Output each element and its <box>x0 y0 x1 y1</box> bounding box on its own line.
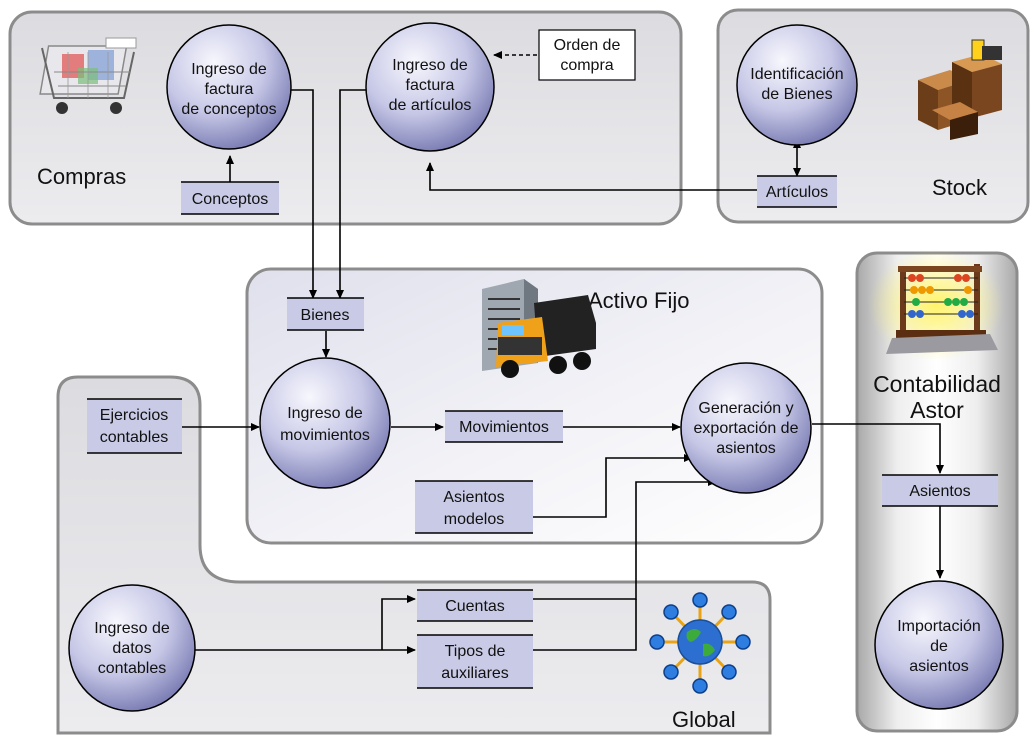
shopping-cart-icon <box>39 37 137 114</box>
arrow-generacion-to-asientos <box>812 423 944 474</box>
generacion-line3: asientos <box>716 440 776 457</box>
importacion-line2: de <box>930 638 948 655</box>
arrow-asientos-modelos-to-generacion <box>533 454 693 518</box>
arrow-articulos-factura-to-bienes <box>336 89 372 299</box>
stock-title: Stock <box>932 175 988 200</box>
generacion-line1: Generación y <box>698 400 793 417</box>
boxes-icon <box>918 39 1002 140</box>
asientos-modelos-line2: modelos <box>444 511 504 528</box>
movimientos-line1: Ingreso de <box>287 405 363 422</box>
ejercicios-line1: Ejercicios <box>100 407 168 424</box>
contabilidad-title-line1: Contabilidad <box>873 371 1001 397</box>
factura-conceptos-line2: factura <box>205 81 254 98</box>
cuentas-label: Cuentas <box>445 598 505 615</box>
globe-network-icon <box>649 592 751 694</box>
global-region <box>56 375 772 735</box>
ejercicios-line2: contables <box>100 429 169 446</box>
factura-conceptos-line3: de conceptos <box>181 101 276 118</box>
conceptos-label: Conceptos <box>192 191 269 208</box>
store-ejercicios-contables: Ejercicios contables <box>87 398 182 454</box>
process-ingreso-datos-contables: Ingreso de datos contables <box>68 584 196 712</box>
articulos-label: Artículos <box>766 184 828 201</box>
store-asientos: Asientos <box>882 474 998 507</box>
contabilidad-title-line2: Astor <box>910 397 964 423</box>
movimientos-line2: movimientos <box>280 427 370 444</box>
store-asientos-modelos: Asientos modelos <box>415 480 533 534</box>
importacion-line1: Importación <box>897 618 981 635</box>
process-ingreso-movimientos: Ingreso de movimientos <box>259 357 391 489</box>
tipos-line1: Tipos de <box>445 643 506 660</box>
abacus-icon <box>868 249 1004 361</box>
datos-line1: Ingreso de <box>94 620 170 637</box>
store-articulos: Artículos <box>757 175 837 208</box>
asientos-label: Asientos <box>909 483 970 500</box>
global-title: Global <box>672 707 736 732</box>
tipos-line2: auxiliares <box>441 665 509 682</box>
arrow-conceptos-factura-to-bienes <box>287 89 317 299</box>
process-identificacion-bienes: Identificación de Bienes <box>736 24 858 146</box>
arrow-tipos-join <box>533 599 637 651</box>
process-generacion-asientos: Generación y exportación de asientos <box>680 362 812 494</box>
orden-line1: Orden de <box>554 37 621 54</box>
identificacion-line2: de Bienes <box>761 86 832 103</box>
arrow-cuentas-to-generacion <box>533 478 717 600</box>
orden-line2: compra <box>560 57 613 74</box>
store-cuentas: Cuentas <box>417 589 533 622</box>
process-importacion-asientos: Importación de asientos <box>874 580 1004 710</box>
store-orden-compra: Orden de compra <box>538 29 636 81</box>
activo-fijo-region <box>245 267 824 545</box>
connectors <box>182 51 944 654</box>
store-tipos-auxiliares: Tipos de auxiliares <box>417 634 533 689</box>
building-truck-icon <box>482 279 596 378</box>
compras-title: Compras <box>37 164 126 189</box>
movimientos-store-label: Movimientos <box>459 419 549 436</box>
arrow-datos-to-cuentas <box>381 595 416 650</box>
store-movimientos: Movimientos <box>445 410 563 443</box>
asientos-modelos-line1: Asientos <box>443 489 504 506</box>
datos-line2: datos <box>112 640 151 657</box>
store-bienes: Bienes <box>287 297 364 331</box>
factura-articulos-line1: Ingreso de <box>392 57 468 74</box>
process-factura-articulos: Ingreso de factura de artículos <box>365 22 495 152</box>
arrow-articulos-to-factura-articulos <box>426 162 757 191</box>
datos-line3: contables <box>98 660 167 677</box>
activo-fijo-title: Activo Fijo <box>588 288 689 313</box>
importacion-line3: asientos <box>909 658 969 675</box>
process-factura-conceptos: Ingreso de factura de conceptos <box>166 24 292 150</box>
bienes-label: Bienes <box>301 307 350 324</box>
factura-articulos-line3: de artículos <box>389 97 472 114</box>
factura-conceptos-line1: Ingreso de <box>191 61 267 78</box>
store-conceptos: Conceptos <box>181 181 279 215</box>
generacion-line2: exportación de <box>694 420 799 437</box>
identificacion-line1: Identificación <box>750 66 843 83</box>
factura-articulos-line2: factura <box>406 77 455 94</box>
